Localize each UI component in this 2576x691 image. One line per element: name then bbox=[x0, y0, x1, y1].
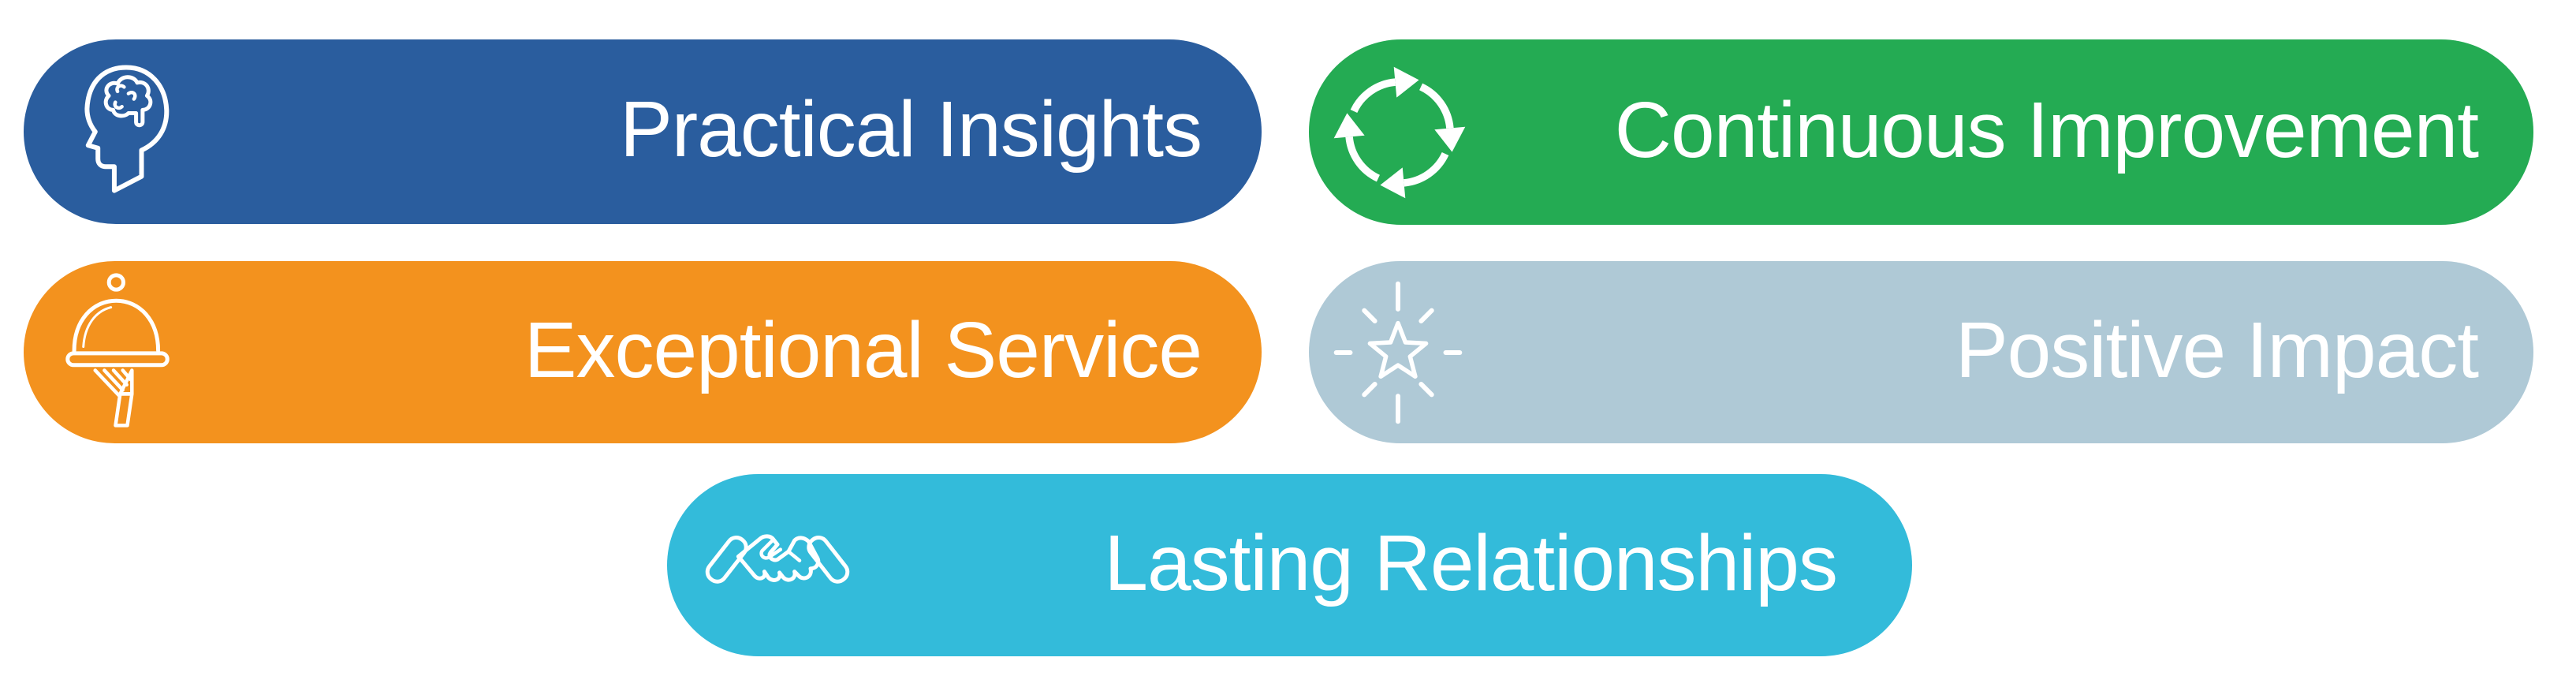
pill-continuous-improvement: Continuous Improvement bbox=[1309, 39, 2533, 225]
pill-exceptional-service: Exceptional Service bbox=[24, 261, 1262, 443]
pill-label: Continuous Improvement bbox=[1614, 85, 2479, 174]
sparkle-star-icon bbox=[1328, 275, 1468, 430]
handshake-icon bbox=[699, 510, 856, 621]
pill-lasting-relationships: Lasting Relationships bbox=[667, 474, 1912, 656]
serving-cloche-icon bbox=[50, 271, 185, 435]
pill-label: Lasting Relationships bbox=[1104, 518, 1838, 607]
pill-label: Positive Impact bbox=[1955, 305, 2479, 394]
pill-positive-impact: Positive Impact bbox=[1309, 261, 2533, 443]
pill-practical-insights: Practical Insights bbox=[24, 39, 1262, 224]
pill-label: Practical Insights bbox=[620, 85, 1202, 174]
cycle-arrows-icon bbox=[1329, 54, 1470, 211]
pill-label: Exceptional Service bbox=[524, 305, 1202, 394]
head-brain-icon bbox=[63, 54, 183, 209]
